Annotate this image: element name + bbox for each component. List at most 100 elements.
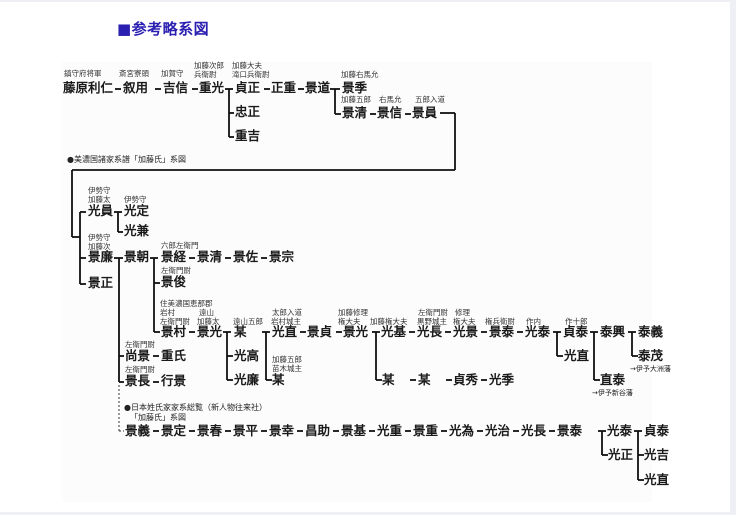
person-kagenobu: 景信 xyxy=(377,105,403,120)
person: 光重 xyxy=(377,423,403,438)
person-sadahide: 貞秀 xyxy=(453,372,479,387)
person-mitsunao: 光直 xyxy=(272,324,298,339)
person-mitsutaka: 光高 xyxy=(234,348,260,363)
person-yasuoki: 泰興 xyxy=(600,324,626,339)
person: 景泰 xyxy=(557,423,583,438)
person: 景定 xyxy=(161,423,187,438)
title-label: 伊勢守 xyxy=(88,186,111,195)
title-label: 鎮守府将軍 xyxy=(64,69,102,78)
person-yukikage: 行景 xyxy=(161,373,187,388)
person: 昌助 xyxy=(305,423,331,438)
person-mitsumoto: 光基 xyxy=(381,324,407,339)
person-sadayasu-row4: 貞泰 xyxy=(644,423,670,438)
title-label: 滝口兵衛尉 xyxy=(232,70,270,79)
title-label: 加藤太 xyxy=(88,195,111,204)
person-tadamasa: 忠正 xyxy=(235,104,261,119)
person: 光治 xyxy=(485,423,511,438)
person-mitsuyasu-2: 光泰 xyxy=(525,324,551,339)
title-label: 左衛門尉 xyxy=(161,266,191,275)
person: 光為 xyxy=(449,423,475,438)
person-mitsukazu: 光員 xyxy=(88,203,114,218)
person: 景重 xyxy=(413,423,439,438)
title-label: 左衛門尉 xyxy=(418,308,448,317)
domain-note-ozu: →伊予大洲藩 xyxy=(630,365,671,373)
source-note-nihon-2: 「加藤氏」系図 xyxy=(130,413,186,422)
title-label: 遠山五郎 xyxy=(233,317,263,326)
title-label: 権大夫 xyxy=(453,317,476,326)
person-mitsusue: 光季 xyxy=(489,372,515,387)
person-kagemura: 景村 xyxy=(161,324,187,339)
title-label: 岩村城主 xyxy=(271,317,301,326)
person-mitsuyasu-row4: 光泰 xyxy=(607,423,633,438)
page-title: ■参考略系図 xyxy=(117,20,210,38)
title-label: 斎宮寮頭 xyxy=(119,69,149,78)
domain-note-niiya: →伊予新谷藩 xyxy=(592,389,633,397)
title-label: 伊勢守 xyxy=(88,233,111,242)
title-label: 権大夫 xyxy=(338,317,361,326)
person-kagemune: 景宗 xyxy=(269,249,295,264)
title-label: 加藤権大夫 xyxy=(370,317,408,326)
person-hisakage: 尚景 xyxy=(125,348,151,363)
title-label: 岩村 xyxy=(160,308,175,317)
person-kagekazu: 景員 xyxy=(412,105,438,120)
title-label: 苗木城主 xyxy=(272,364,302,373)
person-kagemichi: 景道 xyxy=(305,80,331,95)
person-kagetomo: 景朝 xyxy=(124,249,150,264)
genealogy-chart xyxy=(62,62,652,502)
person-mitsunao-2: 光直 xyxy=(564,348,590,363)
person-mitsumasa: 光正 xyxy=(608,447,634,462)
person-kagesuke: 景佐 xyxy=(233,249,259,264)
person-bo-1: 某 xyxy=(234,324,247,339)
person-shigemitsu: 重光 xyxy=(199,80,225,95)
person-bo-4: 某 xyxy=(418,372,431,387)
title-label: 伊勢守 xyxy=(124,195,147,204)
title-label: 作内 xyxy=(526,317,541,326)
title-label: 左衛門尉 xyxy=(125,365,155,374)
person-kagekado: 景廉 xyxy=(88,249,114,264)
person-bo-3: 某 xyxy=(382,372,395,387)
title-label: 左衛門尉 xyxy=(125,340,155,349)
person-masashige: 正重 xyxy=(271,80,297,95)
person-naoyasu: 直泰 xyxy=(600,372,626,387)
person: 光長 xyxy=(521,423,547,438)
person-mitsusada: 光定 xyxy=(124,203,150,218)
title-label: 加藤太 xyxy=(197,317,220,326)
title-label: 加藤五郎 xyxy=(272,355,302,364)
person-shigeuji: 重氏 xyxy=(161,348,187,363)
person-kageyasu: 景泰 xyxy=(489,324,515,339)
title-label: 加賀守 xyxy=(161,69,184,78)
title-label: 兵衛尉 xyxy=(194,70,217,79)
person-mitsunaga: 光長 xyxy=(417,324,443,339)
title-label: 加藤五郎 xyxy=(341,95,371,104)
person-mitsukage: 光景 xyxy=(453,324,479,339)
title-label: 加藤大夫 xyxy=(232,61,262,70)
person-shigeyoshi: 重吉 xyxy=(235,128,261,143)
person: 景基 xyxy=(341,423,367,438)
person-kagenaga: 景長 xyxy=(125,373,151,388)
title-label: 五郎入道 xyxy=(415,95,445,104)
title-label: 権兵衛尉 xyxy=(485,317,515,326)
person: 景幸 xyxy=(269,423,295,438)
person-mitsukane: 光兼 xyxy=(124,223,150,238)
person-kagemasa: 景正 xyxy=(88,275,114,290)
source-note-nihon: ●日本姓氏家家系総覧（新人物往来社） xyxy=(124,403,267,412)
person: 景義 xyxy=(125,423,151,438)
person: 景平 xyxy=(233,423,259,438)
title-label: 太郎入道 xyxy=(272,308,302,317)
title-label: 住美濃国恵那郡 xyxy=(160,299,213,308)
source-note-mino: ●美濃国諸家系譜「加藤氏」系図 xyxy=(67,155,186,164)
person-kagemitsu-2: 景光 xyxy=(343,324,369,339)
person-kagekiyo: 景清 xyxy=(342,105,368,120)
title-label: 作十郎 xyxy=(565,317,588,326)
title-label: 左衛門尉 xyxy=(160,317,190,326)
person-kagemitsu: 景光 xyxy=(197,324,223,339)
person-yasuyoshi: 泰義 xyxy=(638,324,664,339)
person-kagetoshi: 景俊 xyxy=(161,274,187,289)
person-kagesada: 景貞 xyxy=(307,324,333,339)
person-mitsunao-row4: 光直 xyxy=(644,472,670,487)
person-mitsuyasu: 光廉 xyxy=(234,372,260,387)
title-label: 黒野城主 xyxy=(417,317,447,326)
title-label: 加藤修理 xyxy=(338,308,368,317)
title-label: 右馬允 xyxy=(379,95,402,104)
title-label: 遠山 xyxy=(199,308,214,317)
